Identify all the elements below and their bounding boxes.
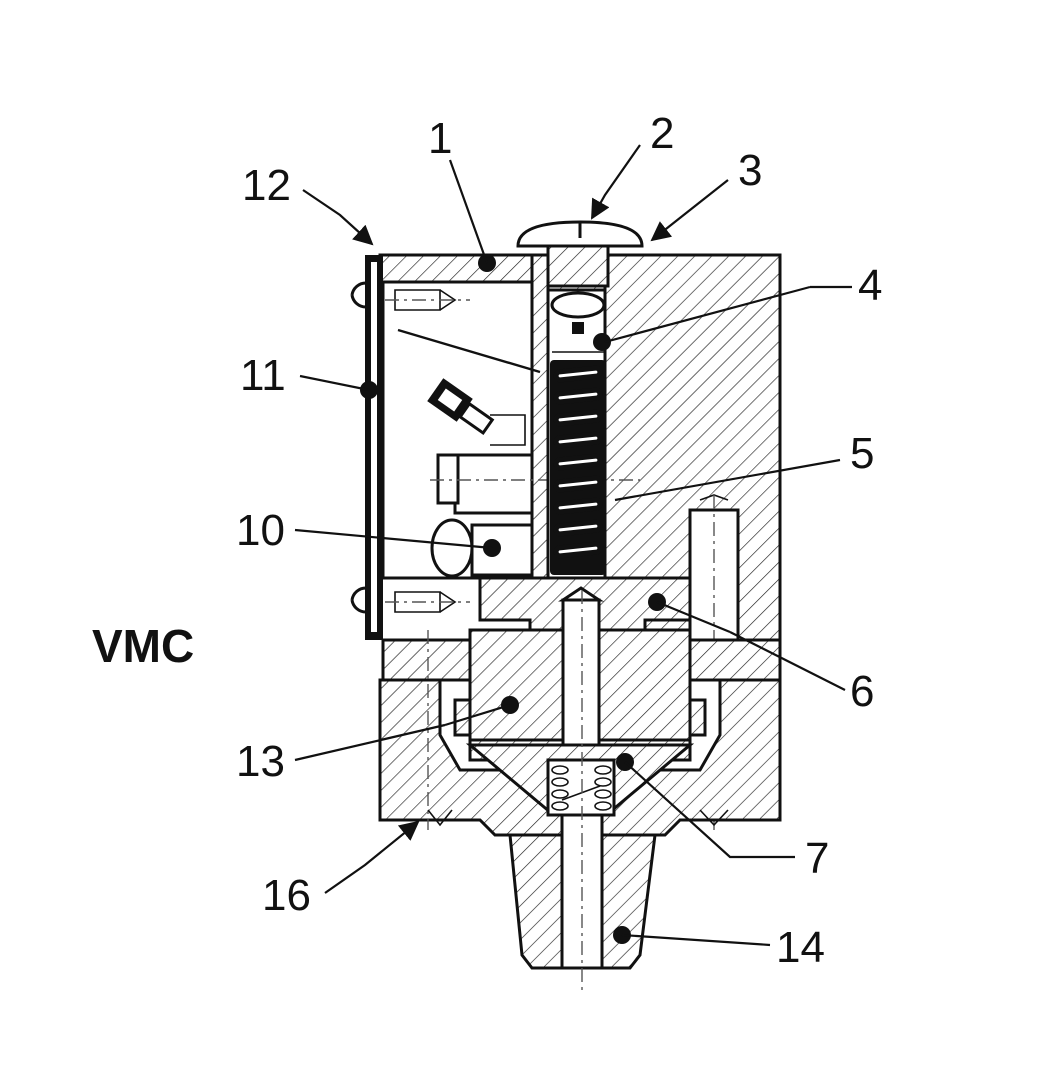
- callout-5: 5: [850, 429, 874, 478]
- callout-2: 2: [650, 109, 674, 158]
- callout-11: 11: [240, 351, 286, 400]
- ref-dot-4: [593, 333, 611, 351]
- callout-14: 14: [776, 923, 825, 972]
- switch-chamber: [381, 280, 640, 613]
- callout-6: 6: [850, 667, 874, 716]
- spring-assembly: [546, 288, 611, 580]
- callout-labels: 1 2 3 4 5 6 7 10 11 12 13 14 16: [236, 109, 882, 972]
- callout-16: 16: [262, 871, 311, 920]
- callout-10: 10: [236, 506, 285, 555]
- callout-3: 3: [738, 146, 762, 195]
- diaphragm-assembly: [465, 743, 695, 817]
- callout-1: 1: [428, 114, 452, 163]
- callout-12: 12: [242, 161, 291, 210]
- cover-plate: [350, 255, 383, 640]
- callout-4: 4: [858, 261, 882, 310]
- leader-lines: [294, 144, 852, 947]
- callout-13: 13: [236, 737, 285, 786]
- connection-nipple: [508, 590, 657, 990]
- diagram-title: VMC: [92, 620, 194, 672]
- callout-7: 7: [805, 834, 829, 883]
- adjusting-screw: [516, 220, 644, 288]
